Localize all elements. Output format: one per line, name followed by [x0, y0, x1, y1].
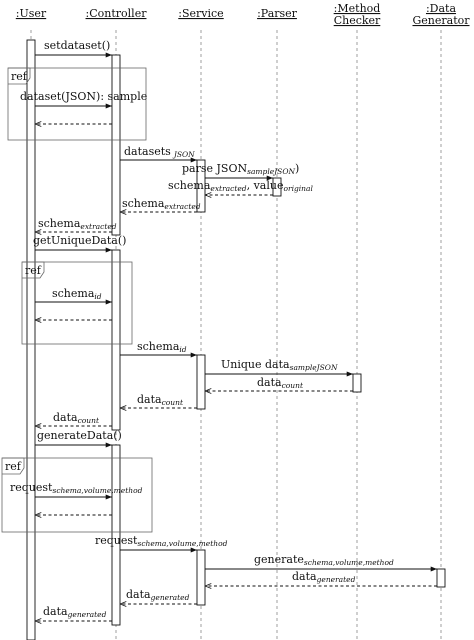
activation-controller-3: [111, 444, 121, 626]
ref-label-2: ref: [25, 264, 42, 277]
activation-service-3: [196, 549, 206, 606]
activation-parser: [272, 177, 282, 197]
msg-data-generated-user: datagenerated: [43, 605, 107, 619]
msg-data-generated-gen: datagenerated: [292, 570, 356, 584]
msg-data-count-user: datacount: [53, 411, 100, 425]
msg-ref3-call: requestschema,volume,method: [10, 481, 143, 495]
activation-controller-1: [111, 54, 121, 236]
msg-schema-extracted-user: schemaextracted: [38, 217, 117, 231]
participant-checker-line1: :Method: [334, 2, 381, 15]
activation-generator: [436, 568, 446, 588]
ref-frame-1-tab: [8, 67, 31, 85]
msg-data-count-srv: datacount: [137, 393, 184, 407]
participant-generator-line2: Generator: [412, 14, 470, 27]
participant-user: :User: [16, 7, 47, 20]
participant-generator-line1: :Data: [426, 2, 457, 15]
ref-label-3: ref: [5, 460, 22, 473]
activation-checker: [352, 373, 362, 393]
ref-frame-3: [1, 457, 153, 533]
msg-parse: parse JSONsampleJSON): [182, 162, 299, 176]
ref-frame-2: [21, 261, 133, 345]
activation-user: [26, 39, 36, 640]
ref-label-1: ref: [11, 70, 28, 83]
msg-request: requestschema,volume,method: [95, 534, 228, 548]
participant-service: :Service: [178, 7, 223, 20]
msg-ref1-call: dataset(JSON): sample: [20, 90, 147, 103]
participant-parser: :Parser: [257, 7, 298, 20]
ref-frame-2-tab: [22, 261, 45, 279]
msg-schema-extracted-value: schemaextracted, valueoriginal: [168, 179, 313, 193]
msg-unique-data: Unique datasampleJSON: [221, 358, 338, 372]
msg-ref2-call: schemaid: [52, 287, 102, 301]
participant-controller: :Controller: [86, 7, 148, 20]
msg-generate-data: generateData(): [37, 429, 122, 442]
activation-service-2: [196, 354, 206, 410]
participant-checker-line2: Checker: [334, 14, 381, 27]
msg-data-generated-srv: datagenerated: [126, 588, 190, 602]
msg-schema-extracted-ret: schemaextracted: [122, 197, 201, 211]
activation-controller-2: [111, 249, 121, 431]
msg-data-count-check: datacount: [257, 376, 304, 390]
activation-service-1: [196, 159, 206, 213]
msg-setdataset: setdataset(): [44, 39, 110, 52]
msg-getunique: getUniqueData(): [33, 234, 126, 247]
msg-generate: generateschema,volume,method: [254, 553, 394, 567]
ref-frame-3-tab: [2, 457, 25, 475]
ref-frame-1: [7, 67, 147, 141]
msg-schema-id: schemaid: [137, 340, 187, 354]
